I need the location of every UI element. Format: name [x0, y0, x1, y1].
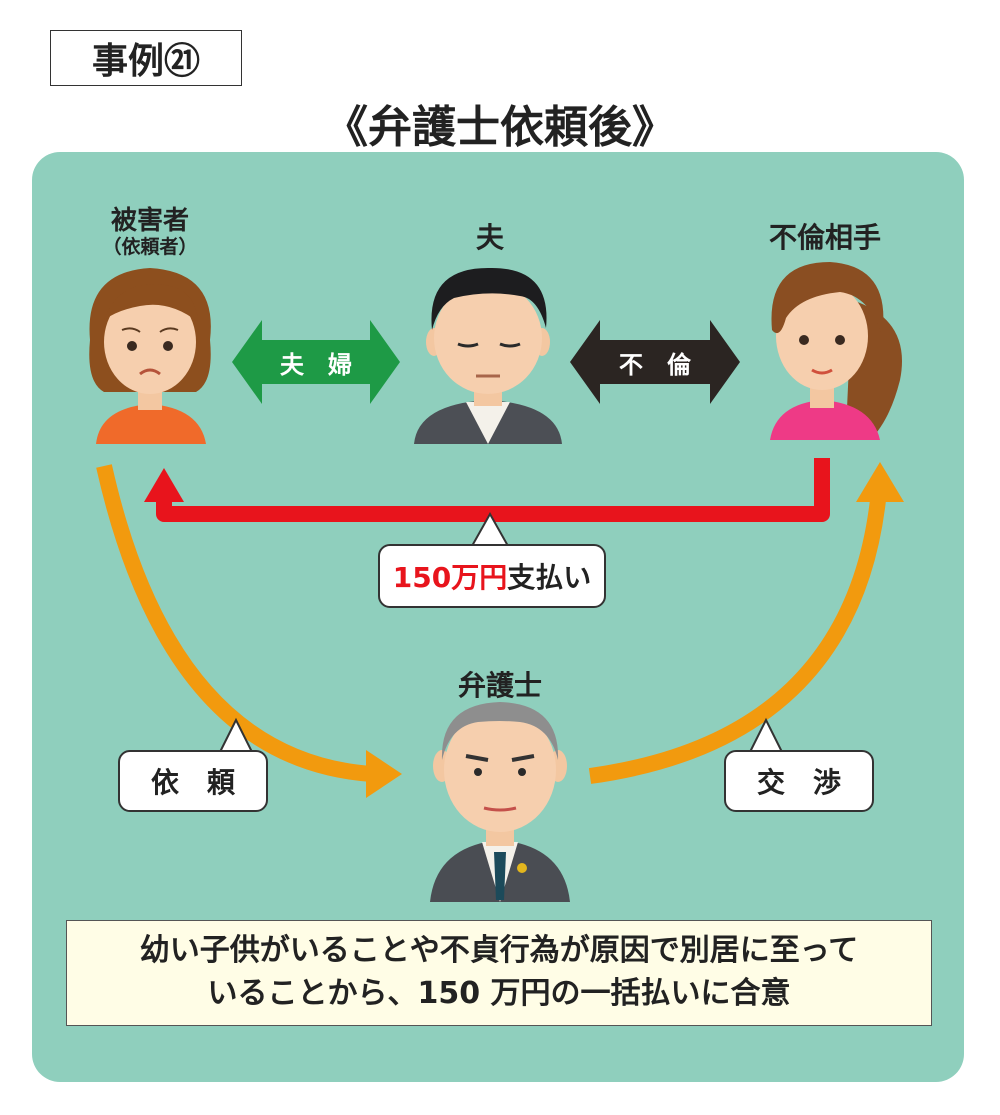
request-bubble: 依 頼 — [118, 750, 268, 812]
summary-note: 幼い子供がいることや不貞行為が原因で別居に至って いることから、150 万円の一… — [66, 920, 932, 1026]
payment-arrow — [144, 458, 830, 522]
payment-suffix: 支払い — [507, 561, 592, 594]
note-line-1: 幼い子供がいることや不貞行為が原因で別居に至って — [139, 933, 859, 969]
negotiation-arrow — [588, 462, 904, 784]
affair-partner-label: 不倫相手 — [768, 221, 881, 254]
affair-arrow — [570, 320, 740, 404]
note-line-2: いることから、150 万円の一括払いに合意 — [207, 976, 791, 1011]
payment-amount: 150万円 — [392, 561, 508, 594]
payment-bubble: 150万円支払い — [378, 544, 606, 608]
victim-sub-label: （依頼者） — [102, 236, 198, 258]
couple-arrow-label: 夫 婦 — [280, 351, 352, 379]
lawyer-label: 弁護士 — [457, 669, 542, 702]
negotiation-bubble: 交 渉 — [724, 750, 874, 812]
request-arrow — [96, 464, 402, 798]
affair-partner-figure — [770, 262, 902, 440]
couple-arrow — [232, 320, 400, 404]
affair-arrow-label: 不 倫 — [619, 351, 691, 379]
case-label: 事例㉑ — [50, 30, 242, 86]
victim-label: 被害者 — [110, 206, 189, 236]
husband-label: 夫 — [475, 221, 504, 254]
husband-figure — [414, 267, 562, 444]
lawyer-figure — [430, 702, 570, 902]
victim-figure — [89, 268, 211, 444]
page-title: 《弁護士依頼後》 — [324, 102, 676, 153]
